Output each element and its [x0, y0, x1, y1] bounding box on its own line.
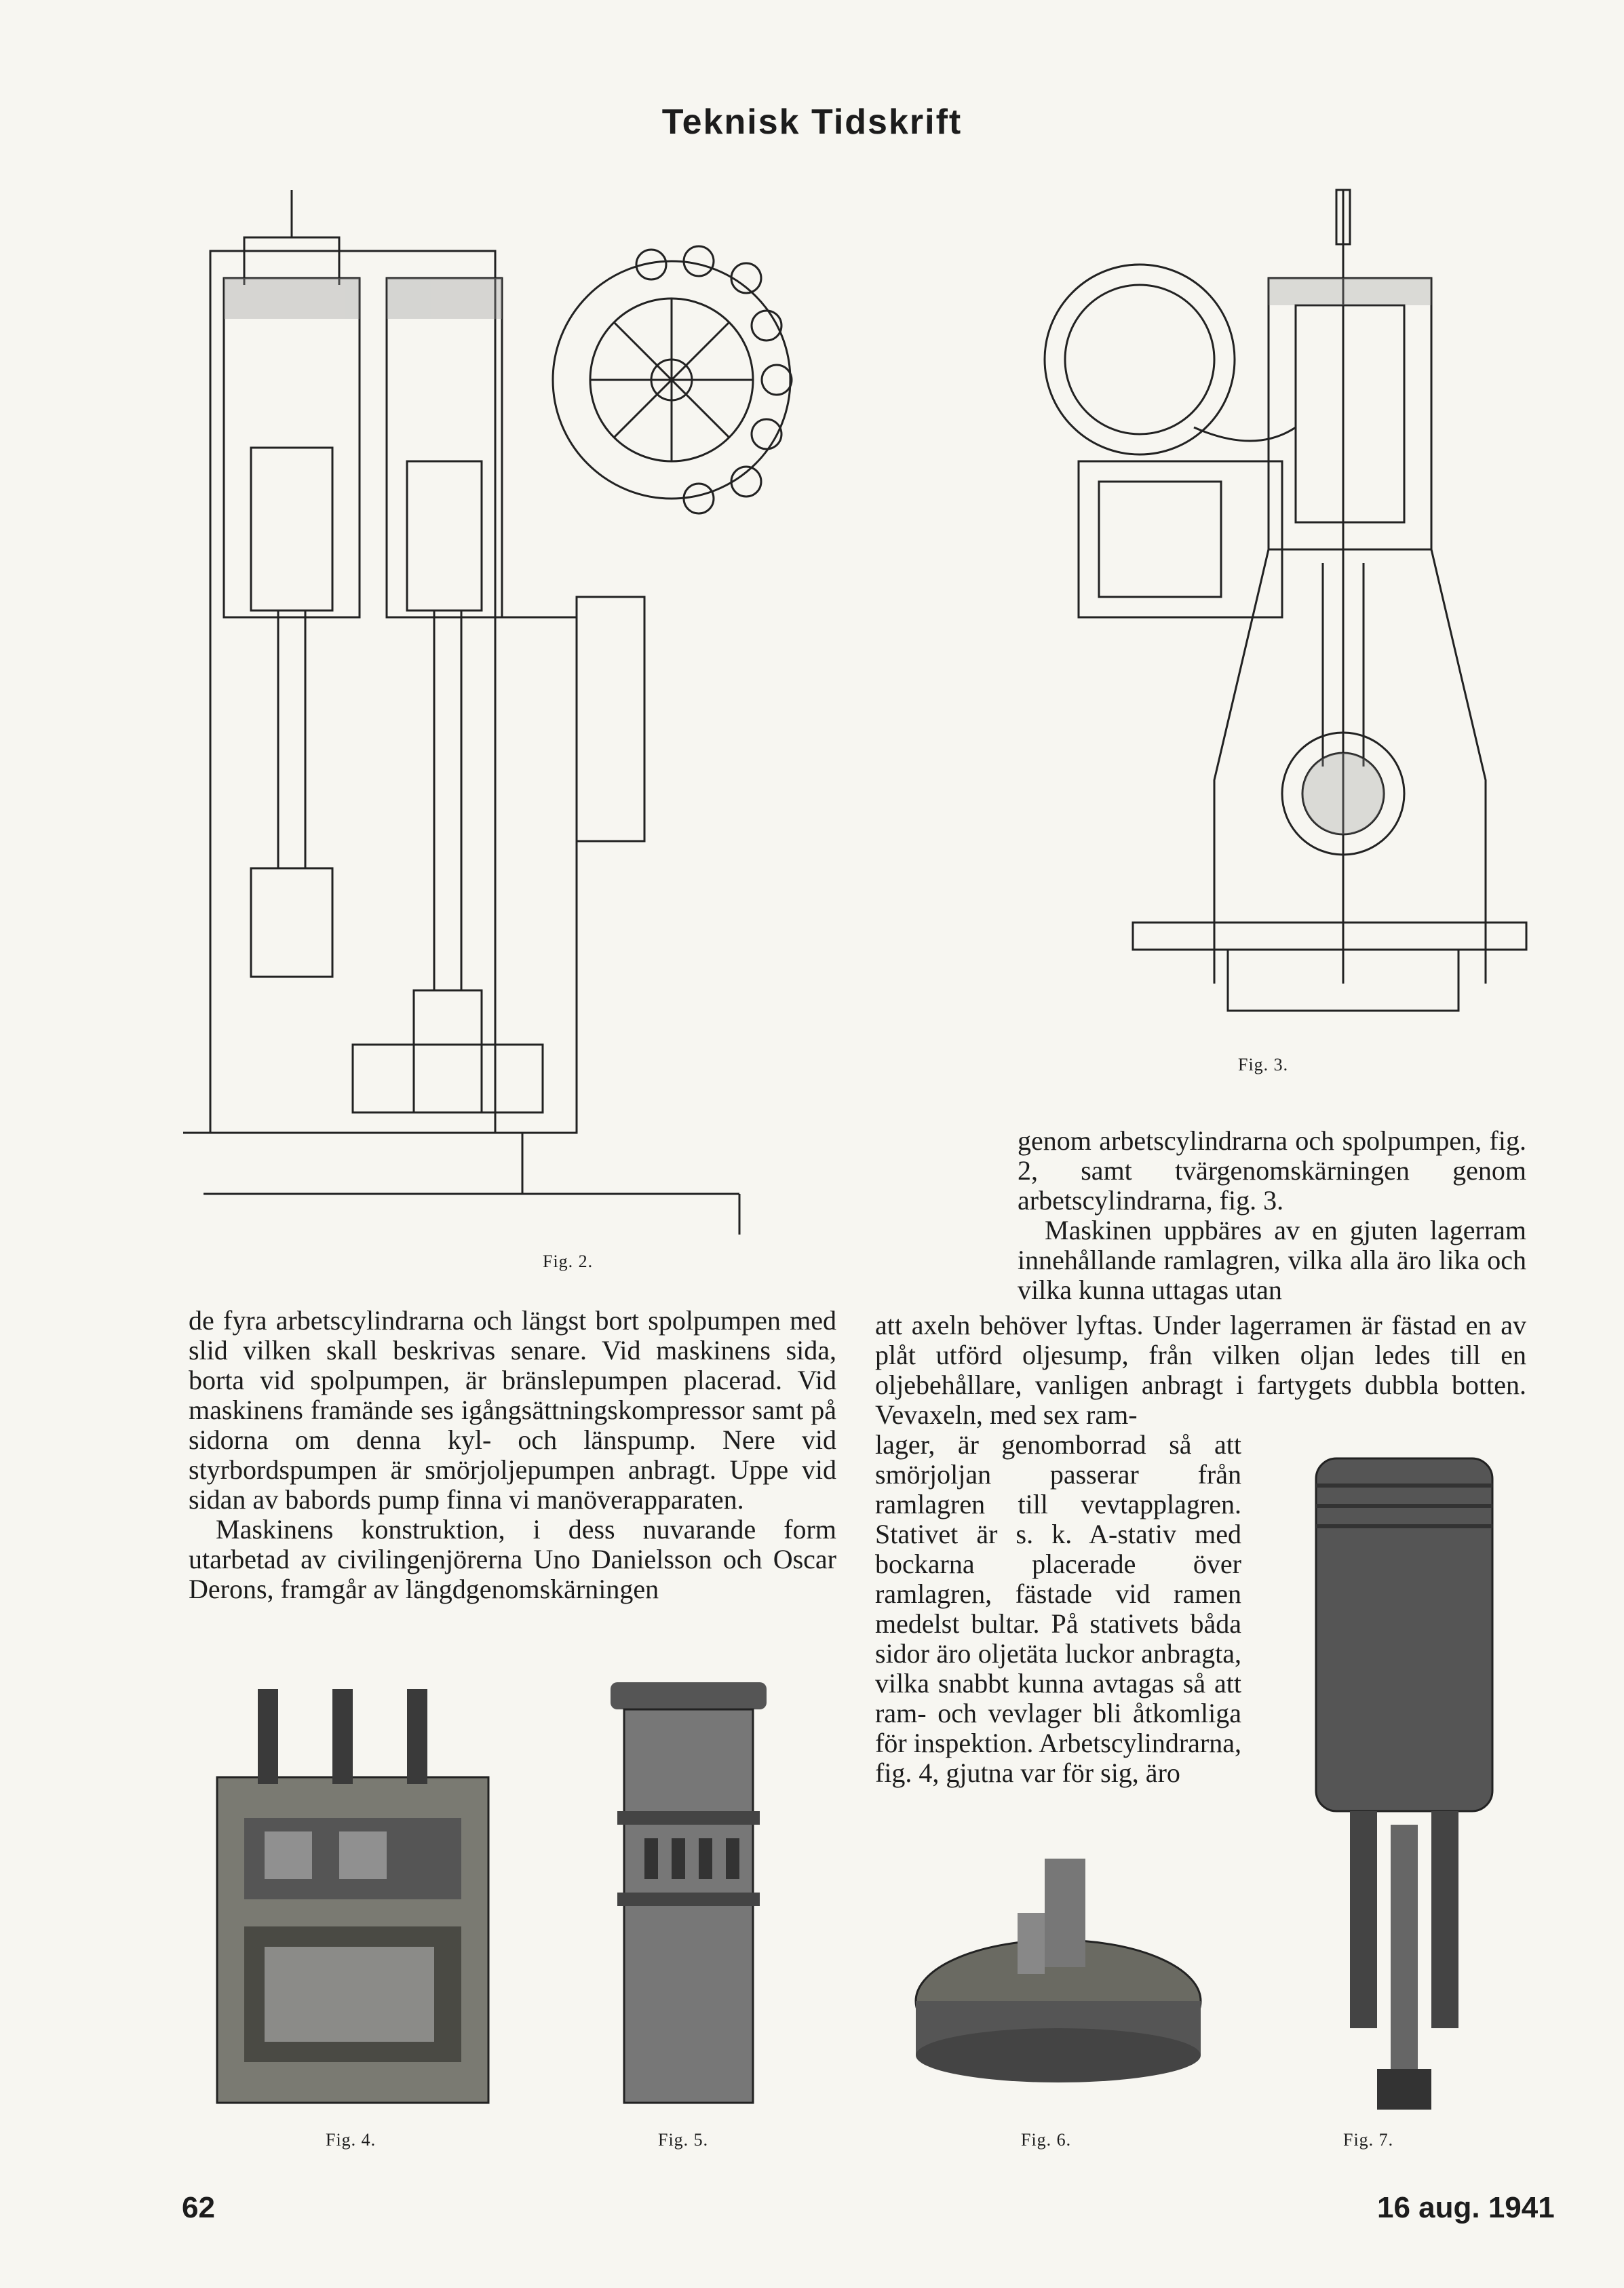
page-number: 62	[182, 2191, 215, 2224]
right-column-top: genom arbetscylindrarna och spolpumpen, …	[1018, 1126, 1526, 1305]
right-paragraph-1: genom arbetscylindrarna och spolpumpen, …	[1018, 1125, 1526, 1216]
figure-4-caption: Fig. 4.	[326, 2130, 376, 2150]
figure-7-image	[1315, 1457, 1494, 2110]
journal-title: Teknisk Tidskrift	[661, 102, 963, 142]
right-paragraph-3-wide: att axeln behöver lyftas. Under lagerram…	[875, 1310, 1526, 1430]
issue-date: 16 aug. 1941	[1377, 2191, 1555, 2224]
right-column-narrow: lager, är genomborrad så att smörjoljan …	[875, 1430, 1241, 1788]
figure-3-caption: Fig. 3.	[1238, 1055, 1289, 1074]
figure-2-caption: Fig. 2.	[543, 1252, 594, 1271]
right-paragraph-3-narrow: lager, är genomborrad så att smörjoljan …	[875, 1429, 1241, 1788]
right-paragraph-2: Maskinen uppbäres av en gjuten lagerram …	[1018, 1215, 1526, 1305]
left-column: de fyra arbetscylindrarna och längst bor…	[189, 1306, 836, 1604]
left-paragraph-1: de fyra arbetscylindrarna och längst bor…	[189, 1305, 836, 1515]
figure-7-caption: Fig. 7.	[1343, 2130, 1394, 2150]
figure-5-caption: Fig. 5.	[658, 2130, 709, 2150]
right-column-wide: att axeln behöver lyftas. Under lagerram…	[875, 1311, 1526, 1430]
figure-3-drawing	[1043, 189, 1528, 1012]
left-paragraph-2: Maskinens konstruktion, i dess nuvarande…	[189, 1514, 836, 1604]
figure-4-image	[216, 1689, 490, 2104]
figure-5-image	[611, 1682, 767, 2104]
figure-6-caption: Fig. 6.	[1021, 2130, 1072, 2150]
figure-2-drawing	[183, 190, 793, 1235]
figure-6-image	[914, 1859, 1202, 2082]
